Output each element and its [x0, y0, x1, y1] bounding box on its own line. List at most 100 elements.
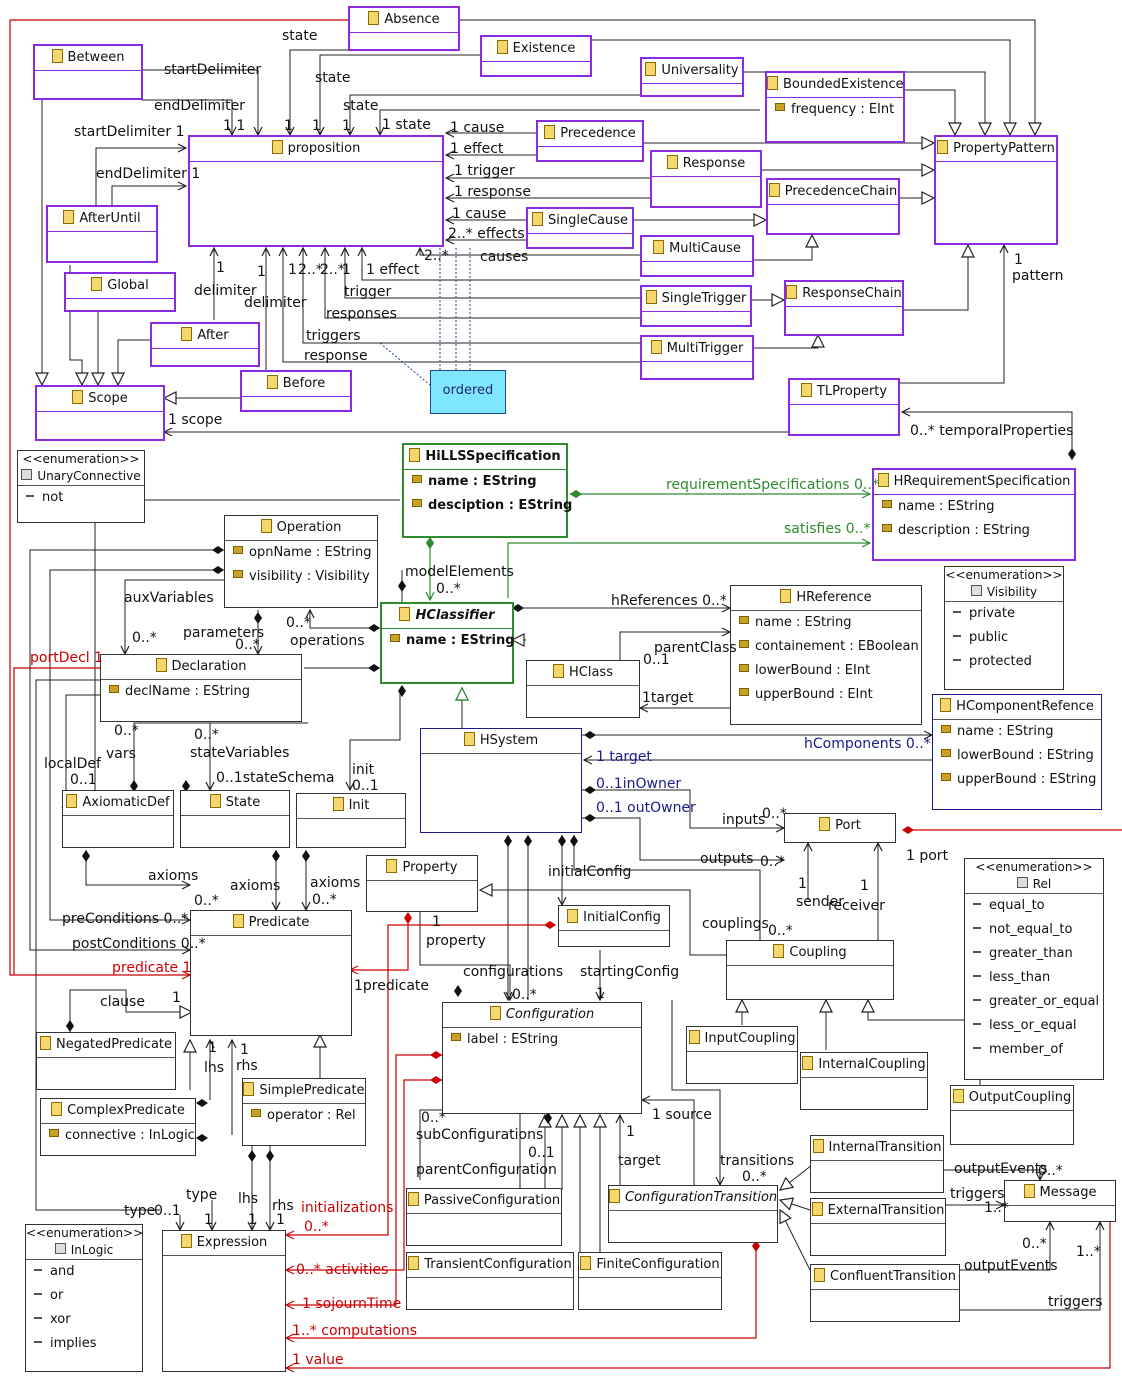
- class-scope[interactable]: Scope: [35, 385, 165, 441]
- class-state[interactable]: State: [180, 790, 290, 848]
- class-port[interactable]: Port: [784, 813, 896, 843]
- role-label: endDelimiter 1: [96, 166, 201, 182]
- class-between[interactable]: Between: [33, 44, 143, 100]
- class-single-trigger[interactable]: SingleTrigger: [640, 285, 752, 327]
- class-internal-coupling[interactable]: InternalCoupling: [800, 1052, 928, 1110]
- class-output-coupling[interactable]: OutputCoupling: [950, 1085, 1074, 1145]
- class-property[interactable]: Property: [366, 855, 478, 912]
- class-icon: [952, 1089, 964, 1103]
- class-configuration-transition[interactable]: ConfigurationTransition: [608, 1185, 778, 1243]
- enum-rel[interactable]: <<enumeration>> Rel equal_to not_equal_t…: [964, 858, 1104, 1080]
- class-tl-property[interactable]: TLProperty: [788, 378, 900, 436]
- enum-visibility[interactable]: <<enumeration>> Visibility private publi…: [944, 566, 1064, 690]
- class-icon: [609, 1189, 620, 1203]
- class-init[interactable]: Init: [296, 793, 406, 848]
- role-label: axioms: [310, 875, 361, 891]
- class-icon: [463, 732, 475, 746]
- class-axiomatic-def[interactable]: AxiomaticDef: [62, 790, 174, 848]
- class-precedence-chain[interactable]: PrecedenceChain: [766, 178, 900, 235]
- role-label: 1..* computations: [292, 1323, 418, 1339]
- role-label: axioms: [230, 878, 281, 894]
- class-internal-transition[interactable]: InternalTransition: [810, 1135, 944, 1193]
- class-passive-configuration[interactable]: PassiveConfiguration: [406, 1188, 562, 1246]
- attribute: name : EString: [957, 724, 1054, 739]
- class-property-pattern[interactable]: PropertyPattern: [934, 135, 1058, 245]
- literal-icon: [953, 635, 961, 637]
- class-icon: [1023, 1184, 1035, 1198]
- class-coupling[interactable]: Coupling: [726, 940, 894, 1000]
- class-after-until[interactable]: AfterUntil: [46, 205, 158, 263]
- class-name: Absence: [384, 12, 440, 27]
- class-universality[interactable]: Universality: [640, 57, 744, 97]
- class-message[interactable]: Message: [1004, 1180, 1116, 1222]
- class-external-transition[interactable]: ExternalTransition: [810, 1198, 946, 1256]
- class-after[interactable]: After: [150, 322, 260, 367]
- role-label: portDecl 1: [30, 650, 104, 666]
- class-icon: [645, 290, 657, 304]
- class-response-chain[interactable]: ResponseChain: [784, 280, 904, 336]
- literal-icon: [34, 1317, 42, 1319]
- attribute-icon: [739, 640, 749, 648]
- enum-name: InLogic: [70, 1243, 114, 1257]
- class-global[interactable]: Global: [64, 272, 176, 312]
- class-negated-predicate[interactable]: NegatedPredicate: [36, 1032, 176, 1090]
- class-name: FiniteConfiguration: [596, 1257, 720, 1272]
- class-icon: [580, 1256, 592, 1270]
- class-hclass[interactable]: HClass: [526, 660, 640, 718]
- class-finite-configuration[interactable]: FiniteConfiguration: [578, 1252, 722, 1310]
- class-response[interactable]: Response: [650, 150, 762, 208]
- class-hsystem[interactable]: HSystem: [420, 728, 582, 833]
- class-transient-configuration[interactable]: TransientConfiguration: [406, 1252, 574, 1310]
- class-proposition[interactable]: proposition: [188, 135, 444, 247]
- role-label: 1 response: [454, 184, 531, 200]
- enum-inlogic[interactable]: <<enumeration>> InLogic and or xor impli…: [25, 1224, 143, 1372]
- literal-icon: [973, 927, 981, 929]
- class-icon: [812, 1139, 824, 1153]
- class-name: Port: [835, 818, 861, 833]
- class-multi-cause[interactable]: MultiCause: [640, 235, 754, 277]
- class-single-cause[interactable]: SingleCause: [526, 207, 634, 249]
- class-name: Init: [348, 798, 370, 813]
- multiplicity: 1: [276, 1212, 285, 1228]
- class-multi-trigger[interactable]: MultiTrigger: [640, 335, 754, 380]
- role-label: rhs: [236, 1058, 258, 1074]
- class-precedence[interactable]: Precedence: [536, 120, 644, 162]
- class-existence[interactable]: Existence: [480, 35, 592, 77]
- class-predicate[interactable]: Predicate: [190, 910, 352, 1036]
- role-label: lhs: [238, 1191, 259, 1207]
- multiplicity: 0..1: [352, 778, 379, 794]
- role-label: hComponents 0..*: [804, 736, 931, 752]
- multiplicity: 1: [1014, 252, 1023, 268]
- role-label: 1 scope: [168, 412, 223, 428]
- class-name: HReference: [796, 590, 872, 605]
- attribute: desciption : EString: [428, 498, 573, 513]
- multiplicity: 1: [204, 1212, 213, 1228]
- enum-literal: protected: [969, 654, 1032, 669]
- class-expression[interactable]: Expression: [162, 1230, 286, 1372]
- class-absence[interactable]: Absence: [348, 6, 460, 51]
- enum-unary-connective[interactable]: <<enumeration>> UnaryConnective not: [17, 450, 145, 523]
- class-before[interactable]: Before: [240, 370, 352, 412]
- class-name: NegatedPredicate: [55, 1037, 173, 1052]
- class-name: PassiveConfiguration: [423, 1193, 561, 1208]
- class-icon: [688, 1030, 700, 1044]
- enum-literal: less_than: [989, 970, 1051, 985]
- class-icon: [877, 473, 889, 487]
- role-label: type: [124, 1203, 156, 1219]
- class-confluent-transition[interactable]: ConfluentTransition: [810, 1264, 960, 1322]
- class-initial-config[interactable]: InitialConfig: [558, 905, 670, 947]
- role-label: 0..* temporalProperties: [910, 423, 1074, 439]
- class-name: State: [225, 795, 261, 810]
- class-input-coupling[interactable]: InputCoupling: [686, 1026, 798, 1084]
